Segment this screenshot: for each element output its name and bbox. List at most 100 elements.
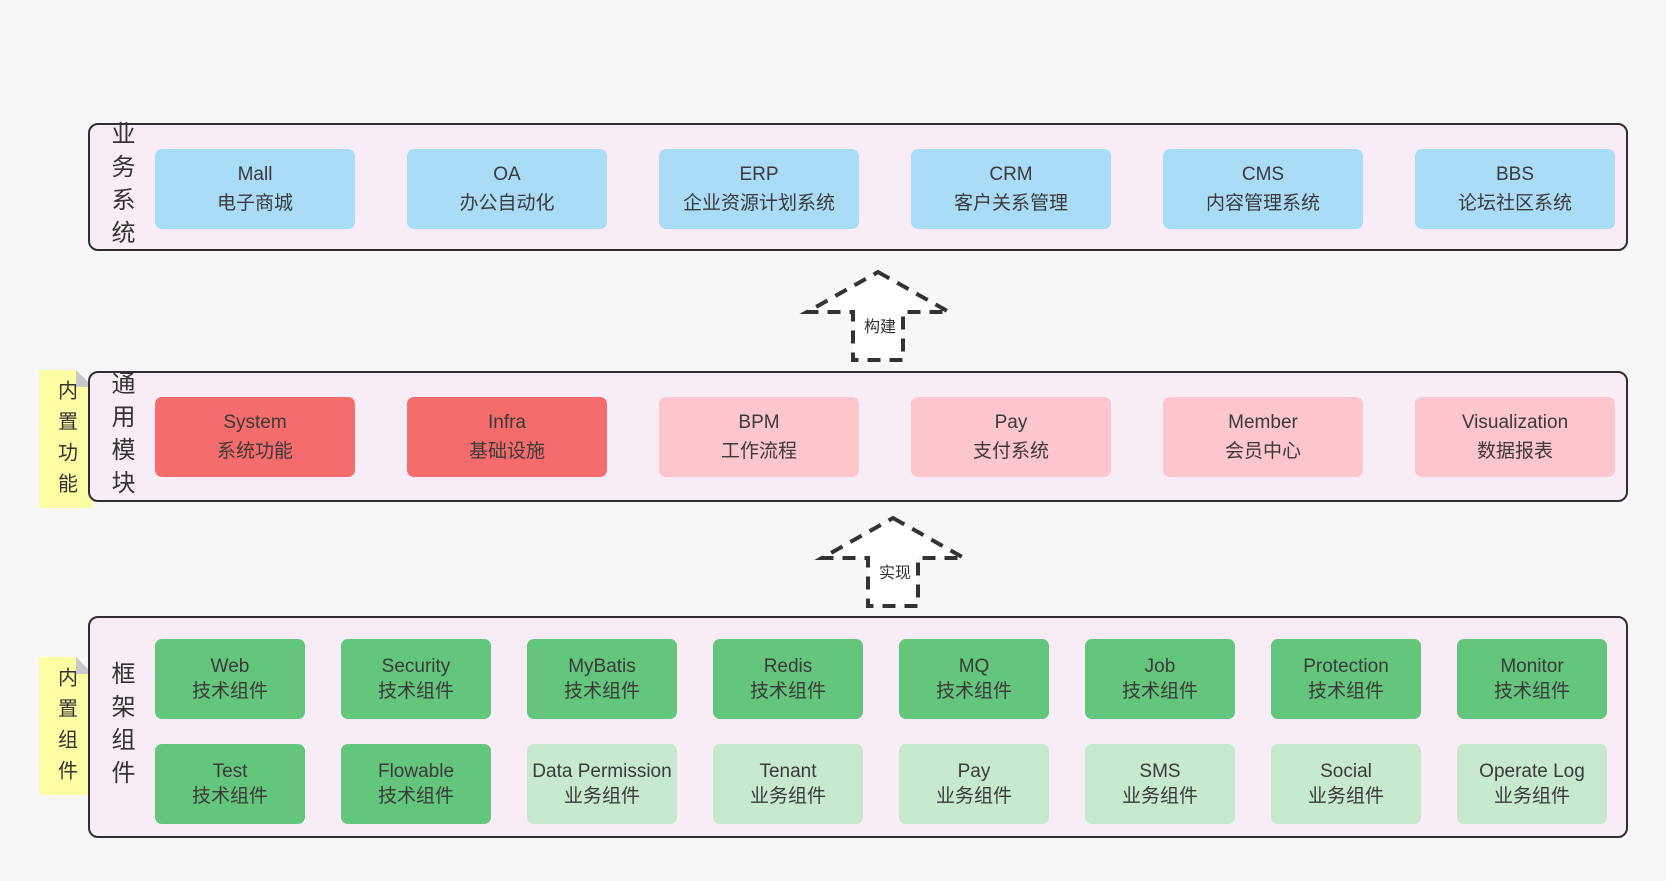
box-security: Security 技术组件 xyxy=(341,639,491,719)
box-pay-component: Pay 业务组件 xyxy=(899,744,1049,824)
box-subtitle: 技术组件 xyxy=(191,681,268,702)
box-title: System xyxy=(223,411,287,433)
box-title: Protection xyxy=(1303,655,1389,677)
box-title: ERP xyxy=(739,163,779,185)
box-subtitle: 会员中心 xyxy=(1224,441,1301,462)
box-title: Security xyxy=(381,655,451,677)
box-title: Test xyxy=(212,760,248,782)
box-subtitle: 技术组件 xyxy=(191,786,268,807)
box-subtitle: 技术组件 xyxy=(1307,681,1384,702)
box-tenant: Tenant 业务组件 xyxy=(713,744,863,824)
box-subtitle: 业务组件 xyxy=(1307,786,1384,807)
layer-common-modules-label: 通用模块 xyxy=(107,370,134,503)
box-infra: Infra 基础设施 xyxy=(407,397,607,477)
box-oa: OA 办公自动化 xyxy=(407,149,607,229)
box-subtitle: 支付系统 xyxy=(972,441,1049,462)
box-title: Web xyxy=(210,655,250,677)
box-subtitle: 电子商城 xyxy=(216,193,293,214)
box-title: MQ xyxy=(958,655,990,677)
box-operate-log: Operate Log 业务组件 xyxy=(1457,744,1607,824)
box-title: Monitor xyxy=(1500,655,1564,677)
box-job: Job 技术组件 xyxy=(1085,639,1235,719)
box-subtitle: 业务组件 xyxy=(1121,786,1198,807)
box-subtitle: 技术组件 xyxy=(935,681,1012,702)
layer-common-modules: 通用模块 System 系统功能 Infra 基础设施 BPM 工作流程 Pay… xyxy=(88,370,1628,503)
box-title: OA xyxy=(493,163,521,185)
box-mybatis: MyBatis 技术组件 xyxy=(527,639,677,719)
box-system: System 系统功能 xyxy=(155,397,355,477)
box-subtitle: 业务组件 xyxy=(749,786,826,807)
box-test: Test 技术组件 xyxy=(155,744,305,824)
box-subtitle: 内容管理系统 xyxy=(1205,193,1320,214)
box-subtitle: 技术组件 xyxy=(1493,681,1570,702)
layer-business-systems-label: 业务系统 xyxy=(107,121,134,253)
business-box-row: Mall 电子商城 OA 办公自动化 ERP 企业资源计划系统 CRM 客户关系… xyxy=(155,149,1615,229)
box-sms: SMS 业务组件 xyxy=(1085,744,1235,824)
box-title: Member xyxy=(1228,411,1298,433)
box-subtitle: 系统功能 xyxy=(216,441,293,462)
components-box-row-1: Web 技术组件 Security 技术组件 MyBatis 技术组件 Redi… xyxy=(155,639,1607,719)
box-bbs: BBS 论坛社区系统 xyxy=(1415,149,1615,229)
note-builtin-components: 内置组件 xyxy=(39,657,93,795)
box-crm: CRM 客户关系管理 xyxy=(911,149,1111,229)
box-protection: Protection 技术组件 xyxy=(1271,639,1421,719)
box-subtitle: 技术组件 xyxy=(563,681,640,702)
note-builtin-features: 内置功能 xyxy=(39,370,93,508)
box-title: Redis xyxy=(763,655,813,677)
box-title: Social xyxy=(1320,760,1372,782)
box-subtitle: 技术组件 xyxy=(377,786,454,807)
box-title: BBS xyxy=(1495,163,1535,185)
box-social: Social 业务组件 xyxy=(1271,744,1421,824)
box-title: Pay xyxy=(994,411,1028,433)
box-subtitle: 基础设施 xyxy=(468,441,545,462)
box-subtitle: 技术组件 xyxy=(377,681,454,702)
box-mq: MQ 技术组件 xyxy=(899,639,1049,719)
box-title: SMS xyxy=(1139,760,1181,782)
box-title: Tenant xyxy=(759,760,817,782)
box-subtitle: 论坛社区系统 xyxy=(1457,193,1572,214)
box-visualization: Visualization 数据报表 xyxy=(1415,397,1615,477)
box-title: CRM xyxy=(989,163,1033,185)
layer-framework-components-label: 框架组件 xyxy=(107,661,134,793)
box-monitor: Monitor 技术组件 xyxy=(1457,639,1607,719)
box-mall: Mall 电子商城 xyxy=(155,149,355,229)
box-redis: Redis 技术组件 xyxy=(713,639,863,719)
box-title: Flowable xyxy=(377,760,455,782)
box-subtitle: 业务组件 xyxy=(1493,786,1570,807)
box-subtitle: 数据报表 xyxy=(1476,441,1553,462)
box-subtitle: 业务组件 xyxy=(563,786,640,807)
note-builtin-components-label: 内置组件 xyxy=(54,666,77,791)
box-title: Infra xyxy=(487,411,527,433)
box-pay-module: Pay 支付系统 xyxy=(911,397,1111,477)
box-web: Web 技术组件 xyxy=(155,639,305,719)
box-title: Visualization xyxy=(1461,411,1569,433)
box-subtitle: 技术组件 xyxy=(749,681,826,702)
arrow-build-label: 构建 xyxy=(859,312,901,338)
box-erp: ERP 企业资源计划系统 xyxy=(659,149,859,229)
box-subtitle: 技术组件 xyxy=(1121,681,1198,702)
layer-business-systems: 业务系统 Mall 电子商城 OA 办公自动化 ERP 企业资源计划系统 CRM… xyxy=(88,121,1628,253)
note-builtin-features-label: 内置功能 xyxy=(54,379,77,504)
box-title: CMS xyxy=(1241,163,1285,185)
box-subtitle: 办公自动化 xyxy=(459,193,555,214)
box-subtitle: 工作流程 xyxy=(720,441,797,462)
box-subtitle: 企业资源计划系统 xyxy=(682,193,835,214)
box-data-permission: Data Permission 业务组件 xyxy=(527,744,677,824)
box-title: Mall xyxy=(237,163,273,185)
box-title: Pay xyxy=(957,760,991,782)
box-title: Job xyxy=(1144,655,1176,677)
box-title: Operate Log xyxy=(1479,760,1585,782)
layer-framework-components: 框架组件 Web 技术组件 Security 技术组件 MyBatis 技术组件… xyxy=(88,616,1628,838)
box-flowable: Flowable 技术组件 xyxy=(341,744,491,824)
box-bpm: BPM 工作流程 xyxy=(659,397,859,477)
box-title: MyBatis xyxy=(568,655,636,677)
arrow-implement-label: 实现 xyxy=(874,558,916,584)
components-box-row-2: Test 技术组件 Flowable 技术组件 Data Permission … xyxy=(155,744,1607,824)
box-title: Data Permission xyxy=(532,760,672,782)
box-subtitle: 客户关系管理 xyxy=(953,193,1068,214)
modules-box-row: System 系统功能 Infra 基础设施 BPM 工作流程 Pay 支付系统… xyxy=(155,397,1615,477)
box-member: Member 会员中心 xyxy=(1163,397,1363,477)
box-subtitle: 业务组件 xyxy=(935,786,1012,807)
box-title: BPM xyxy=(738,411,780,433)
